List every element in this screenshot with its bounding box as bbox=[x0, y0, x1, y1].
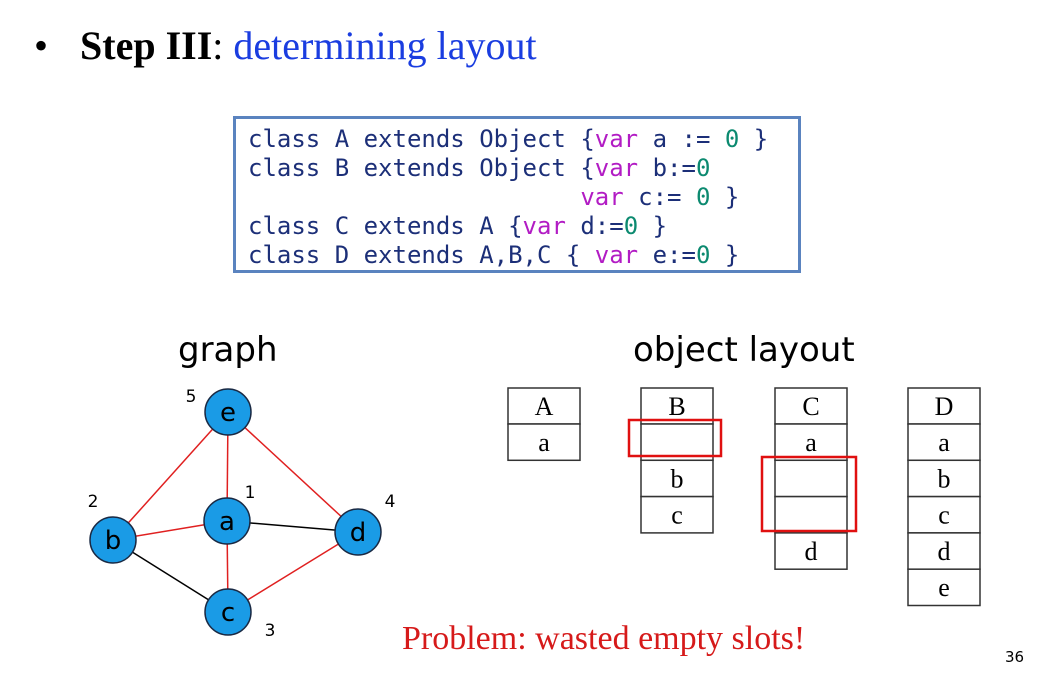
table-header-label: B bbox=[668, 392, 685, 421]
table-slot-label: a bbox=[805, 428, 817, 457]
code-text: c:= bbox=[623, 183, 696, 211]
table-slot-label: b bbox=[671, 464, 684, 493]
code-keyword: var bbox=[522, 212, 566, 240]
code-line: class B extends Object {var b:=0 bbox=[248, 154, 798, 183]
table-slot bbox=[774, 495, 848, 534]
table-header-label: A bbox=[535, 392, 554, 421]
code-line: var c:= 0 } bbox=[248, 183, 798, 212]
slide-title: • Step III: determining layout bbox=[34, 22, 537, 69]
table-slot-label: c bbox=[938, 501, 950, 530]
table-slot bbox=[640, 495, 714, 534]
code-text: class C extends A { bbox=[248, 212, 523, 240]
graph-node-e bbox=[204, 388, 252, 436]
title-colon: : bbox=[212, 23, 234, 68]
empty-slot-highlight-c bbox=[760, 455, 858, 533]
graph-label: graph bbox=[178, 330, 278, 370]
code-number: 0 bbox=[623, 212, 639, 240]
table-slot-label: b bbox=[938, 464, 951, 493]
table-slot-label: d bbox=[805, 537, 818, 566]
layout-table-A: Aa bbox=[507, 387, 581, 462]
table-header-label: D bbox=[935, 392, 954, 421]
table-slot bbox=[907, 459, 981, 498]
code-line: class C extends A {var d:=0 } bbox=[248, 212, 798, 241]
table-slot bbox=[774, 532, 848, 570]
code-text: } bbox=[638, 212, 668, 240]
code-keyword: var bbox=[580, 183, 624, 211]
code-number: 0 bbox=[695, 183, 711, 211]
problem-text: Problem: wasted empty slots! bbox=[402, 620, 806, 657]
graph-node-label-e: e bbox=[220, 398, 236, 428]
code-box: class A extends Object {var a := 0 }clas… bbox=[233, 116, 801, 273]
code-keyword: var bbox=[594, 241, 639, 269]
graph-node-label-b: b bbox=[105, 526, 122, 556]
table-slot bbox=[774, 423, 848, 462]
code-text: a := bbox=[638, 125, 725, 153]
code-text: } bbox=[739, 125, 769, 153]
graph-edge-e-d bbox=[227, 411, 359, 533]
graph-node-number-c: 3 bbox=[265, 621, 276, 641]
code-text: } bbox=[710, 183, 740, 211]
title-step: Step III bbox=[80, 23, 213, 68]
table-slot-label: c bbox=[671, 501, 683, 530]
table-slot bbox=[907, 532, 981, 570]
code-text: class A extends Object { bbox=[248, 125, 595, 153]
table-slot bbox=[907, 495, 981, 534]
table-slot bbox=[907, 423, 981, 462]
table-slot-label: e bbox=[938, 573, 950, 602]
graph-node-label-a: a bbox=[219, 507, 235, 537]
layout-table-B: Bbc bbox=[640, 387, 714, 534]
table-slot bbox=[507, 423, 581, 462]
title-rest: determining layout bbox=[233, 23, 537, 68]
page-number: 36 bbox=[1005, 648, 1025, 666]
bullet: • bbox=[34, 23, 49, 68]
object-layout-label: object layout bbox=[633, 330, 855, 370]
code-text: class D extends A,B,C { bbox=[248, 241, 595, 269]
table-slot bbox=[907, 568, 981, 607]
graph-node-label-d: d bbox=[350, 518, 367, 548]
layout-table-C: Ca d bbox=[774, 387, 848, 570]
graph-node-b bbox=[89, 516, 137, 564]
code-number: 0 bbox=[724, 125, 740, 153]
code-text: b:= bbox=[638, 154, 696, 182]
code-line: class A extends Object {var a := 0 } bbox=[248, 125, 798, 154]
graph-node-c bbox=[204, 588, 252, 636]
empty-slot-highlight-b bbox=[627, 418, 723, 458]
table-slot-label: d bbox=[938, 537, 951, 566]
table-slot-label: a bbox=[938, 428, 950, 457]
graph-node-number-e: 5 bbox=[186, 387, 197, 407]
code-text: class B extends Object { bbox=[248, 154, 595, 182]
graph-node-number-d: 4 bbox=[385, 492, 396, 512]
table-header-cell bbox=[907, 387, 981, 425]
code-text: d:= bbox=[565, 212, 624, 240]
code-keyword: var bbox=[594, 125, 639, 153]
table-slot bbox=[774, 459, 848, 498]
code-number: 0 bbox=[695, 154, 711, 182]
table-slot bbox=[640, 423, 714, 462]
code-line: class D extends A,B,C { var e:=0 } bbox=[248, 241, 798, 270]
table-slot-label: a bbox=[538, 428, 550, 457]
code-text: } bbox=[710, 241, 740, 269]
code-keyword: var bbox=[594, 154, 639, 182]
graph-edge-c-d bbox=[227, 531, 359, 613]
graph-edge-e-b bbox=[112, 411, 229, 541]
code-text: e:= bbox=[638, 241, 696, 269]
graph-node-d bbox=[334, 508, 382, 556]
graph-node-number-b: 2 bbox=[88, 492, 99, 512]
graph-node-a bbox=[203, 497, 251, 545]
graph-node-number-a: 1 bbox=[245, 483, 256, 503]
code-number: 0 bbox=[695, 241, 711, 269]
table-header-label: C bbox=[802, 392, 819, 421]
graph-node-label-c: c bbox=[221, 598, 235, 628]
